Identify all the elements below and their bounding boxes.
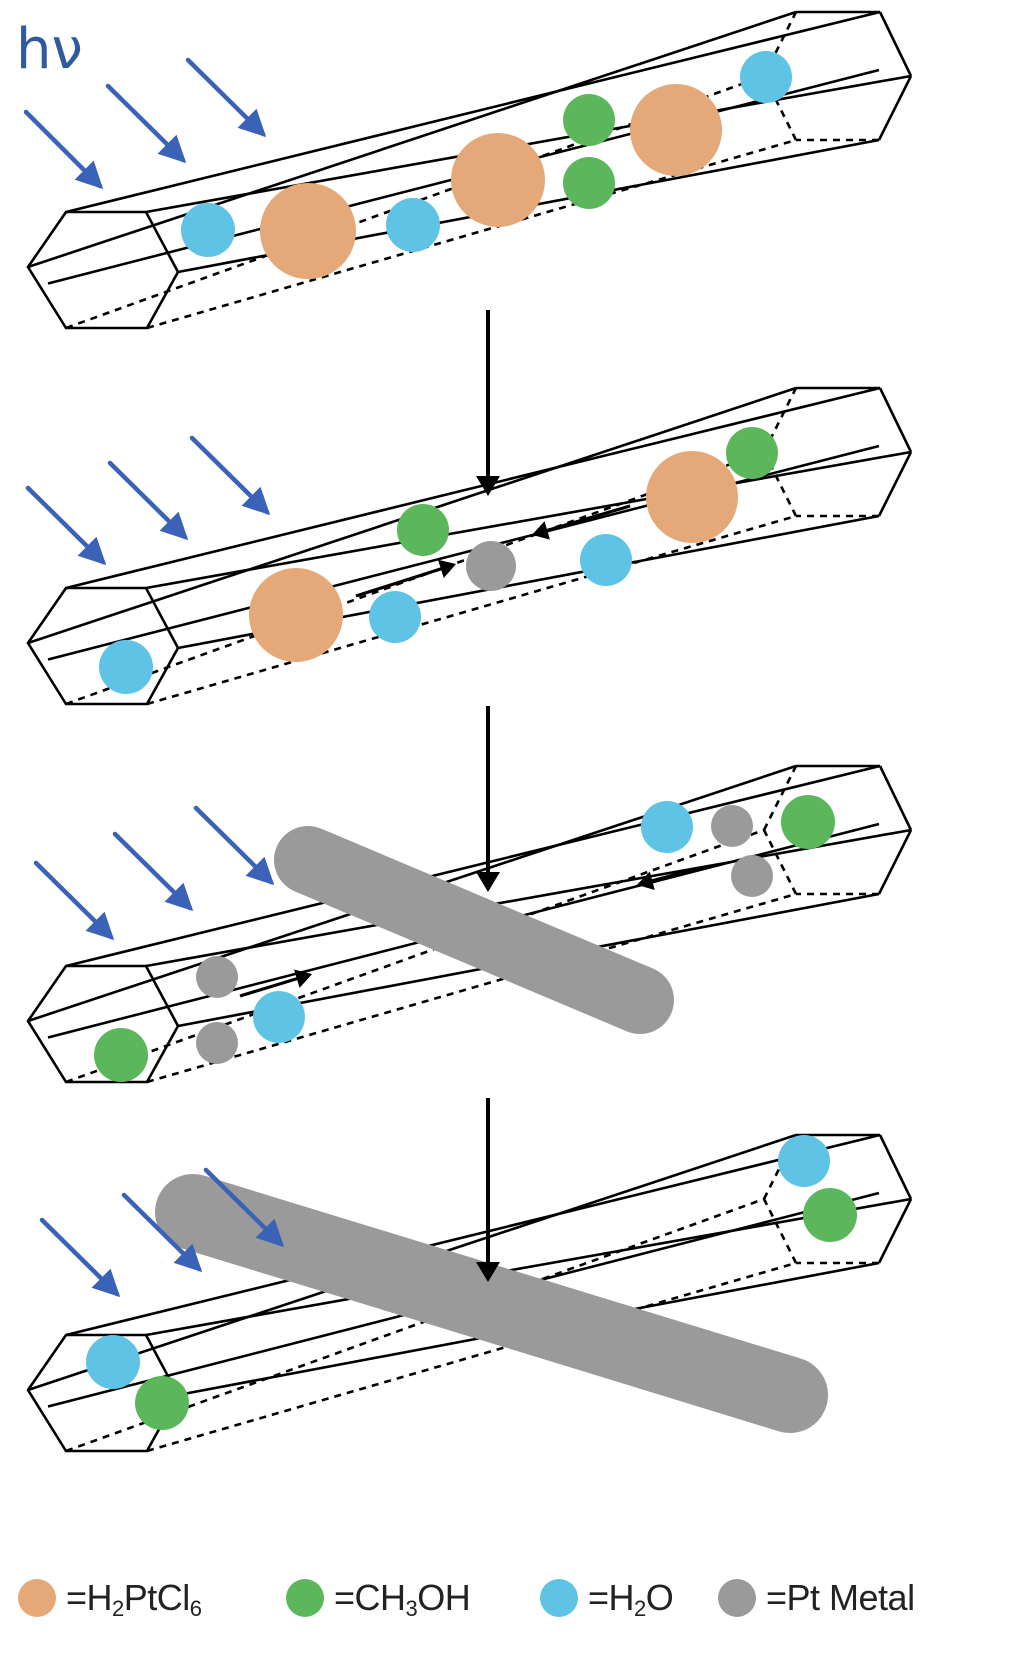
pt-metal-rod	[155, 1174, 828, 1433]
tubes-layer	[26, 10, 913, 1453]
particle-ch3oh	[135, 1376, 189, 1430]
particle-ch3oh	[563, 157, 615, 209]
light-arrow	[23, 109, 104, 190]
particle-h2o	[740, 51, 792, 103]
tube-stage-3	[26, 764, 913, 1084]
particle-pt-metal	[466, 541, 516, 591]
tube-edge	[65, 450, 765, 706]
particle-pt-metal	[711, 805, 753, 847]
legend: =H2PtCl6 =CH3OH =H2O =Pt Metal	[18, 1572, 1008, 1624]
tube-edge	[146, 1261, 797, 1453]
light-arrow	[185, 57, 267, 138]
tube-back-edge	[878, 765, 913, 831]
legend-label-pt-metal: =Pt Metal	[766, 1577, 915, 1618]
light-energy-label: hν	[16, 17, 83, 82]
particle-h2o	[386, 198, 440, 252]
tube-edge	[146, 514, 797, 706]
legend-item-h2ptcl6: =H2PtCl6	[18, 1572, 202, 1624]
legend-label-h2ptcl6: =H2PtCl6	[66, 1577, 202, 1621]
tube-edge	[65, 828, 765, 1084]
tube-edge	[27, 10, 797, 269]
light-arrow	[25, 485, 107, 566]
tube-edge	[145, 1197, 912, 1337]
legend-item-ch3oh: =CH3OH	[286, 1572, 471, 1624]
h2o-swatch	[540, 1579, 578, 1617]
light-arrow	[189, 435, 271, 516]
tube-edge	[65, 1133, 881, 1337]
particle-h2ptcl6	[260, 183, 356, 279]
light-arrow	[121, 1192, 203, 1273]
legend-label-h2o: =H2O	[588, 1577, 674, 1621]
particle-h2o	[369, 591, 421, 643]
tube-stage-2	[26, 386, 913, 706]
particle-h2o	[778, 1135, 830, 1187]
tube-edge	[65, 10, 881, 214]
tube-edge	[145, 74, 912, 214]
light-arrow	[39, 1217, 121, 1298]
tube-axis	[47, 444, 880, 661]
tube-back-edge	[878, 1134, 913, 1200]
migration-arrow	[531, 504, 631, 540]
light-arrow	[203, 1167, 285, 1248]
migration-arrow	[239, 969, 313, 998]
tube-edge	[145, 450, 912, 590]
tube-edge	[145, 828, 912, 968]
tube-back-edge	[878, 11, 913, 77]
tube-edge	[65, 74, 765, 330]
pt-metal-rod	[274, 826, 674, 1034]
tube-back-edge	[877, 75, 913, 141]
particle-h2o	[181, 203, 235, 257]
light-arrow	[33, 860, 115, 941]
tube-back-edge	[877, 829, 913, 895]
particle-h2ptcl6	[646, 451, 738, 543]
light-arrow	[105, 83, 187, 164]
legend-item-h2o: =H2O	[540, 1572, 674, 1624]
tube-edge	[65, 386, 881, 590]
light-arrow	[112, 831, 194, 912]
particle-ch3oh	[803, 1188, 857, 1242]
particle-h2o	[86, 1335, 140, 1389]
h2ptcl6-swatch	[18, 1579, 56, 1617]
ch3oh-swatch	[286, 1579, 324, 1617]
particle-ch3oh	[397, 504, 449, 556]
particle-ch3oh	[94, 1028, 148, 1082]
particle-h2o	[580, 534, 632, 586]
legend-label-ch3oh: =CH3OH	[334, 1577, 471, 1621]
tube-stage-4	[26, 1133, 913, 1453]
particle-pt-metal	[196, 1022, 238, 1064]
particle-h2ptcl6	[249, 568, 343, 662]
tube-edge	[65, 764, 881, 968]
particle-h2o	[253, 991, 305, 1043]
tube-edge	[146, 892, 797, 1084]
migration-arrow	[355, 559, 457, 598]
particle-h2ptcl6	[451, 133, 545, 227]
legend-item-pt-metal: =Pt Metal	[718, 1572, 915, 1624]
tube-stage-1	[26, 10, 913, 330]
particle-ch3oh	[781, 795, 835, 849]
particle-h2ptcl6	[630, 84, 722, 176]
particle-pt-metal	[196, 956, 238, 998]
pt-metal-swatch	[718, 1579, 756, 1617]
light-arrow	[193, 805, 275, 886]
light-arrow	[107, 460, 189, 541]
tube-back-edge	[762, 1198, 798, 1264]
tube-back-edge	[878, 387, 913, 453]
particle-h2o	[641, 801, 693, 853]
tube-back-edge	[877, 451, 913, 517]
particle-ch3oh	[563, 94, 615, 146]
tube-back-edge	[877, 1198, 913, 1264]
migration-arrow	[636, 866, 701, 890]
particle-ch3oh	[726, 427, 778, 479]
particle-pt-metal	[731, 855, 773, 897]
particle-h2o	[99, 640, 153, 694]
